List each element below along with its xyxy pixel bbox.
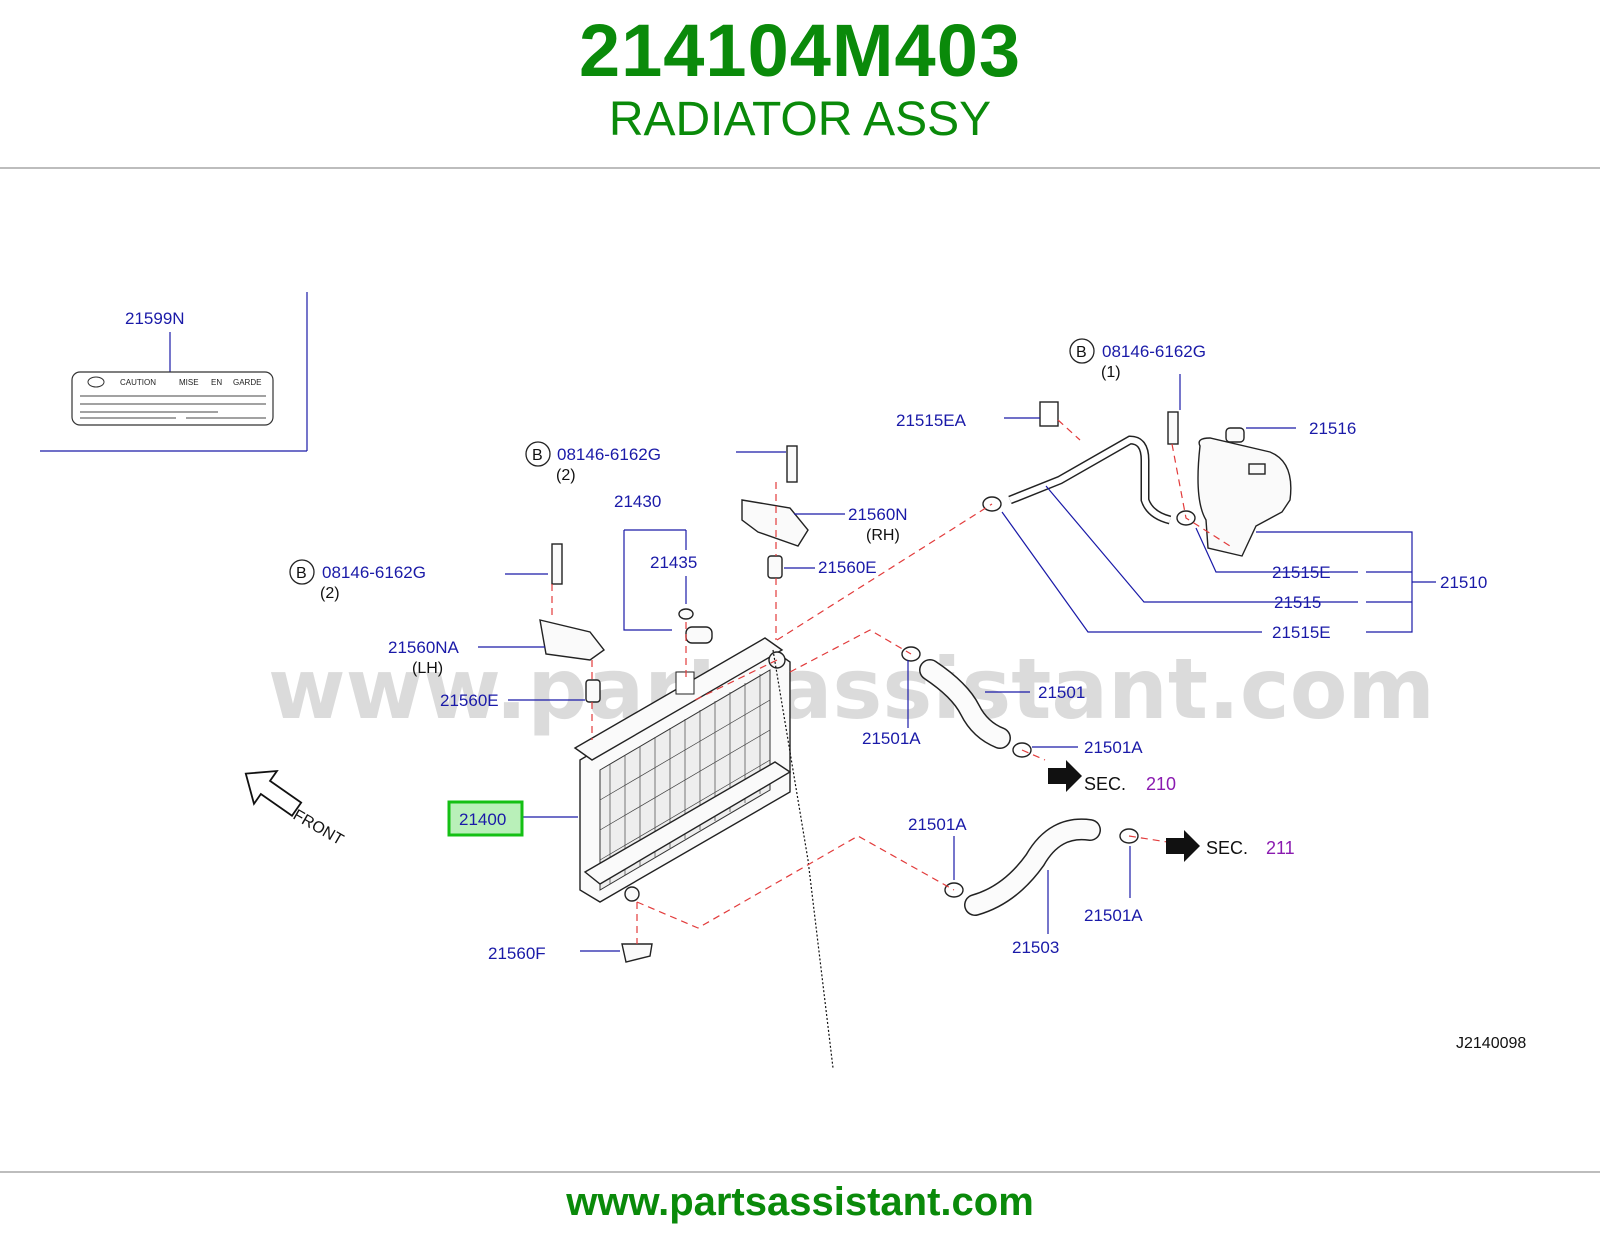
qty-bolt-left: (2) [320, 585, 340, 602]
sticker-caution: CAUTION [120, 378, 156, 387]
label-bolt-top[interactable]: 08146-6162G [1102, 342, 1206, 361]
footer-url-link[interactable]: www.partsassistant.com [566, 1180, 1034, 1224]
sec-link-210[interactable]: 210 [1146, 774, 1176, 794]
label-21501A-2[interactable]: 21501A [1084, 738, 1143, 757]
reservoir-tank-21510 [1197, 427, 1292, 557]
part-name-subtitle: RADIATOR ASSY [608, 93, 992, 146]
label-rh: (RH) [866, 527, 900, 544]
label-21501A-3[interactable]: 21501A [908, 815, 967, 834]
sec-label-210: SEC. [1084, 774, 1126, 794]
sticker-garde: GARDE [233, 378, 261, 387]
header-divider [0, 167, 1600, 169]
label-lh: (LH) [412, 660, 443, 677]
label-21560F[interactable]: 21560F [488, 944, 546, 963]
front-arrow-icon [244, 769, 303, 818]
sticker-en: EN [211, 378, 222, 387]
b-marker-mid: B [532, 447, 543, 464]
arrow-sec211-icon [1166, 830, 1200, 862]
label-21560NA[interactable]: 21560NA [388, 638, 460, 657]
qty-bolt-mid: (2) [556, 467, 576, 484]
label-21510[interactable]: 21510 [1440, 573, 1487, 592]
label-21515[interactable]: 21515 [1274, 593, 1321, 612]
bolt-markers: B B B [289, 338, 1095, 585]
label-21560E-left[interactable]: 21560E [440, 691, 499, 710]
label-sticker-group: 21599N CAUTION MISE EN GARDE [40, 292, 308, 452]
label-21503[interactable]: 21503 [1012, 938, 1059, 957]
sticker-mise: MISE [179, 378, 199, 387]
cap-21516 [1225, 427, 1245, 443]
label-21515E-bottom[interactable]: 21515E [1272, 623, 1331, 642]
label-21515E-top[interactable]: 21515E [1272, 563, 1331, 582]
page-header: 214104M403 RADIATOR ASSY [0, 0, 1600, 168]
front-label: FRONT [290, 807, 346, 849]
sec-label-211: SEC. [1206, 838, 1248, 858]
part-number-title: 214104M403 [578, 9, 1022, 92]
label-21599N[interactable]: 21599N [125, 309, 185, 328]
label-21501A-1[interactable]: 21501A [862, 729, 921, 748]
label-21430[interactable]: 21430 [614, 492, 661, 511]
qty-bolt-top: (1) [1101, 364, 1121, 381]
footer-divider [0, 1171, 1600, 1173]
label-bolt-left[interactable]: 08146-6162G [322, 563, 426, 582]
sec-link-211[interactable]: 211 [1266, 838, 1295, 858]
label-21501A-4[interactable]: 21501A [1084, 906, 1143, 925]
label-21560E-right[interactable]: 21560E [818, 558, 877, 577]
radiator-21400 [573, 637, 792, 903]
brackets-bolts [539, 411, 1179, 963]
routing-lines [551, 419, 1231, 944]
b-marker-left: B [296, 565, 307, 582]
highlight-21400 [447, 800, 524, 837]
label-21516[interactable]: 21516 [1309, 419, 1356, 438]
b-marker-top: B [1076, 344, 1087, 361]
brand-logo-icon [87, 376, 105, 388]
label-bolt-mid[interactable]: 08146-6162G [557, 445, 661, 464]
label-21435[interactable]: 21435 [650, 553, 697, 572]
arrow-sec210-icon [1048, 760, 1082, 792]
label-21515EA[interactable]: 21515EA [896, 411, 967, 430]
diagram-code: J2140098 [1456, 1035, 1526, 1052]
leader-lines [478, 374, 1436, 952]
label-21400[interactable]: 21400 [459, 810, 506, 829]
label-21560N[interactable]: 21560N [848, 505, 908, 524]
watermark: www.partsassistant.com [268, 640, 1435, 738]
label-21501[interactable]: 21501 [1038, 683, 1085, 702]
